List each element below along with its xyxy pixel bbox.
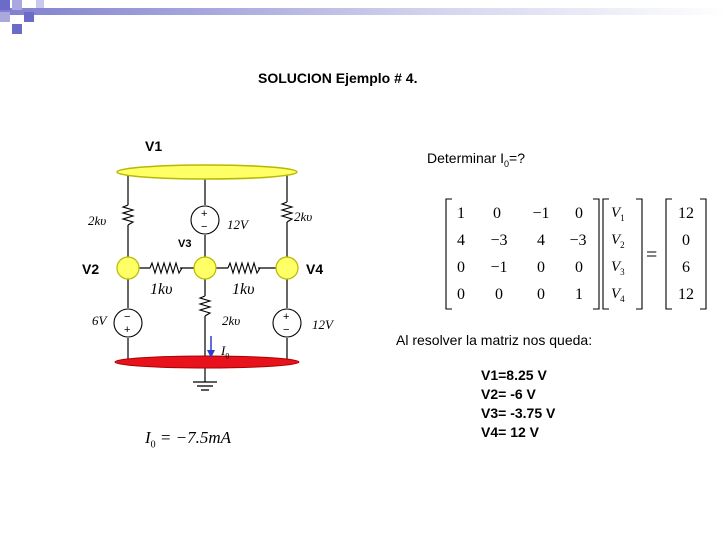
matrix-equals: =	[646, 244, 658, 266]
matrix-cell: 1	[457, 205, 465, 222]
rhs-bracket-right	[700, 198, 707, 310]
label-r-center-bottom: 2kυ	[222, 313, 241, 328]
current-sub: 0	[225, 351, 230, 361]
label-src-right-bottom: 12V	[312, 317, 333, 332]
coef-bracket-right	[593, 198, 600, 310]
unknown-sub: 1	[620, 213, 625, 223]
resistor-mid-left	[149, 261, 183, 275]
label-src-left-bottom: 6V	[92, 313, 107, 328]
top-bus-v1	[116, 164, 298, 180]
unknown-v2: V2	[611, 232, 625, 250]
label-current: I0	[221, 343, 229, 361]
matrix-cell: 0	[457, 259, 465, 276]
determine-label: Determinar I0=?	[427, 150, 525, 169]
matrix-cell: 1	[575, 286, 583, 303]
svg-text:+: +	[201, 208, 207, 220]
svg-text:+: +	[124, 324, 130, 336]
label-v3: V3	[178, 238, 192, 250]
resistor-mid-right	[227, 261, 261, 275]
matrix-cell: 4	[537, 232, 545, 249]
matrix-cell: 0	[575, 259, 583, 276]
resolve-text: Al resolver la matriz nos queda:	[396, 332, 593, 348]
matrix-cell: −1	[490, 259, 508, 276]
result-eq-lhs: I	[145, 428, 151, 447]
result-equation: I0 = −7.5mA	[145, 428, 231, 450]
unknown-name: V	[611, 259, 621, 275]
matrix-cell: 0	[537, 259, 545, 276]
label-src-center-top: 12V	[227, 217, 248, 232]
node-v4	[275, 256, 299, 280]
unknown-sub: 3	[620, 267, 625, 277]
result-eq-rhs: = −7.5mA	[159, 428, 232, 447]
result-v3: V3= -3.75 V	[481, 405, 556, 421]
matrix-cell: −3	[490, 232, 508, 249]
matrix-brackets	[445, 198, 707, 310]
rhs-bracket-left	[665, 198, 672, 310]
svg-text:+: +	[283, 311, 289, 323]
matrix-cell: −3	[569, 232, 587, 249]
label-r-right-top: 2kυ	[294, 209, 313, 224]
result-v4: V4= 12 V	[481, 424, 539, 440]
label-v4: V4	[306, 261, 324, 277]
rhs-cell: 12	[678, 286, 694, 303]
node-v2	[116, 256, 140, 280]
current-main: I	[221, 343, 226, 358]
determine-sub: 0	[504, 158, 510, 169]
unknown-name: V	[611, 205, 621, 221]
rhs-cell: 0	[682, 232, 690, 249]
determine-suffix: =?	[509, 150, 526, 166]
matrix-cell: 0	[457, 286, 465, 303]
label-r-mid-right: 1kυ	[232, 281, 255, 298]
unknown-v4: V4	[611, 286, 625, 304]
matrix-cell: 4	[457, 232, 465, 249]
label-v2: V2	[82, 261, 100, 277]
matrix-cell: 0	[537, 286, 545, 303]
header-band	[0, 8, 728, 15]
node-v3	[193, 256, 217, 280]
decorative-squares	[0, 0, 44, 34]
rhs-cell: 12	[678, 205, 694, 222]
slide-title: SOLUCION Ejemplo # 4.	[258, 70, 418, 86]
unknown-sub: 4	[620, 294, 625, 304]
unknown-v1: V1	[611, 205, 625, 223]
svg-text:−: −	[283, 324, 289, 336]
voltage-sources: + − − + + −	[113, 205, 302, 338]
unknown-sub: 2	[620, 240, 625, 250]
resistor-left-top	[121, 204, 135, 226]
result-v2: V2= -6 V	[481, 386, 536, 402]
matrix-cell: −1	[532, 205, 550, 222]
vec-bracket-right	[636, 198, 643, 310]
result-eq-sub: 0	[150, 439, 156, 451]
source-right-bottom: + −	[272, 308, 302, 338]
bottom-bus-ground	[114, 355, 300, 369]
label-r-mid-left: 1kυ	[150, 281, 173, 298]
determine-prefix: Determinar I	[427, 150, 505, 166]
rhs-cell: 6	[682, 259, 690, 276]
matrix-cell: 0	[493, 205, 501, 222]
label-r-left-top: 2kυ	[88, 213, 107, 228]
unknown-name: V	[611, 286, 621, 302]
unknown-name: V	[611, 232, 621, 248]
coef-bracket-left	[445, 198, 452, 310]
vec-bracket-left	[602, 198, 609, 310]
resistor-right-top	[280, 201, 294, 223]
unknown-v3: V3	[611, 259, 625, 277]
source-center-top: + −	[190, 205, 220, 235]
matrix-cell: 0	[575, 205, 583, 222]
svg-text:−: −	[124, 311, 130, 323]
source-left-bottom: − +	[113, 308, 143, 338]
svg-text:−: −	[201, 221, 207, 233]
resistors	[121, 201, 294, 317]
matrix-cell: 0	[495, 286, 503, 303]
result-v1: V1=8.25 V	[481, 367, 547, 383]
ground-icon	[193, 381, 217, 391]
current-arrow	[207, 336, 215, 358]
label-v1: V1	[145, 138, 163, 154]
resistor-center-bottom	[198, 295, 212, 317]
results-list: V1=8.25 V V2= -6 V V3= -3.75 V V4= 12 V	[481, 366, 555, 442]
